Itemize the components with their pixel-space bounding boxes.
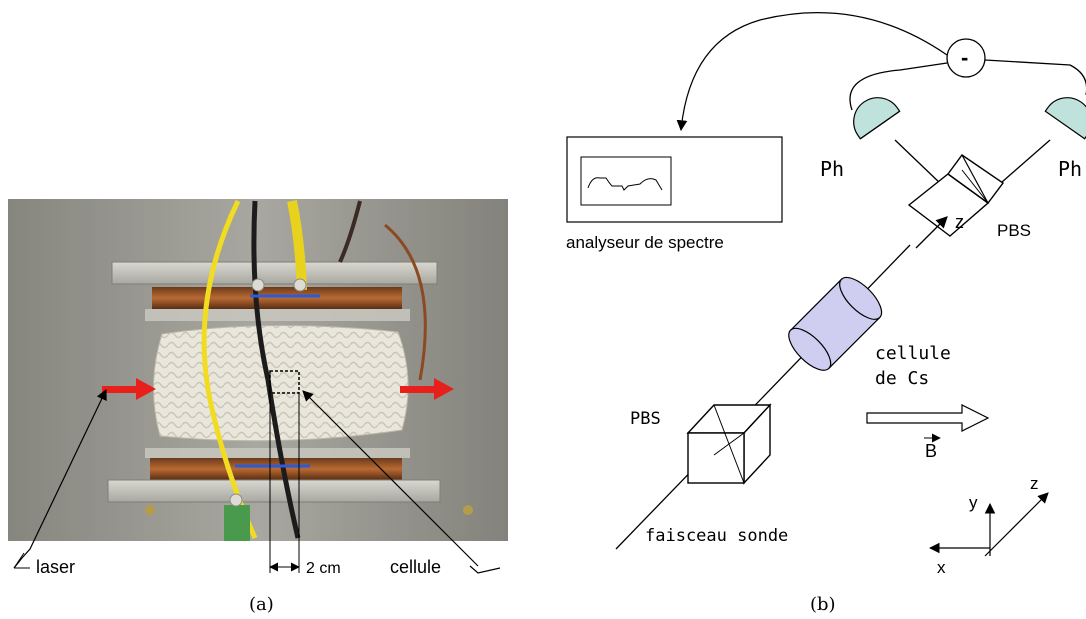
minus-sign: -	[961, 45, 968, 70]
pbs-bottom	[686, 403, 772, 485]
cell-label-2: de Cs	[875, 368, 929, 389]
cesium-cell	[788, 276, 883, 371]
axis-y-label: y	[969, 493, 978, 512]
scale-label: 2 cm	[306, 560, 341, 577]
panel-b: analyseur de spectre - Ph Ph PBS	[566, 12, 1086, 615]
analyzer-screen	[580, 156, 672, 206]
pbs-bottom-label: PBS	[630, 409, 661, 429]
laser-pointer	[13, 389, 107, 569]
spectrum-trace	[587, 177, 663, 191]
axis-z-label: z	[1030, 474, 1039, 493]
cellule-label: cellule	[390, 557, 441, 577]
field-arrow	[866, 404, 990, 432]
scale-bar	[269, 371, 300, 573]
subtractor	[946, 38, 986, 78]
field-label: B	[925, 441, 937, 461]
beam-axis-label: z	[955, 212, 964, 232]
ph-right-label: Ph	[1058, 157, 1082, 181]
panel-a: 2 cm laser cellule (a)	[8, 199, 508, 615]
photodiode-left	[853, 97, 901, 140]
axis-triad	[928, 492, 1049, 557]
ph-left-label: Ph	[820, 157, 844, 181]
caption-a: (a)	[249, 594, 274, 615]
signal-wire	[676, 12, 948, 132]
beam-axis-arrow	[915, 216, 948, 249]
laser-label: laser	[36, 557, 75, 577]
analyzer-label: analyseur de spectre	[566, 233, 724, 252]
pbs-top	[907, 154, 1004, 237]
cellule-pointer	[469, 565, 501, 574]
cell-label-1: cellule	[875, 343, 951, 364]
axis-x-label: x	[937, 558, 946, 577]
pbs-top-label: PBS	[997, 221, 1031, 240]
laser-arrow-out	[400, 378, 454, 400]
experiment-photo	[8, 199, 508, 541]
probe-label: faisceau sonde	[645, 526, 788, 546]
laser-arrow-in	[102, 378, 156, 400]
caption-b: (b)	[810, 594, 836, 615]
photodiode-right	[1044, 97, 1086, 140]
